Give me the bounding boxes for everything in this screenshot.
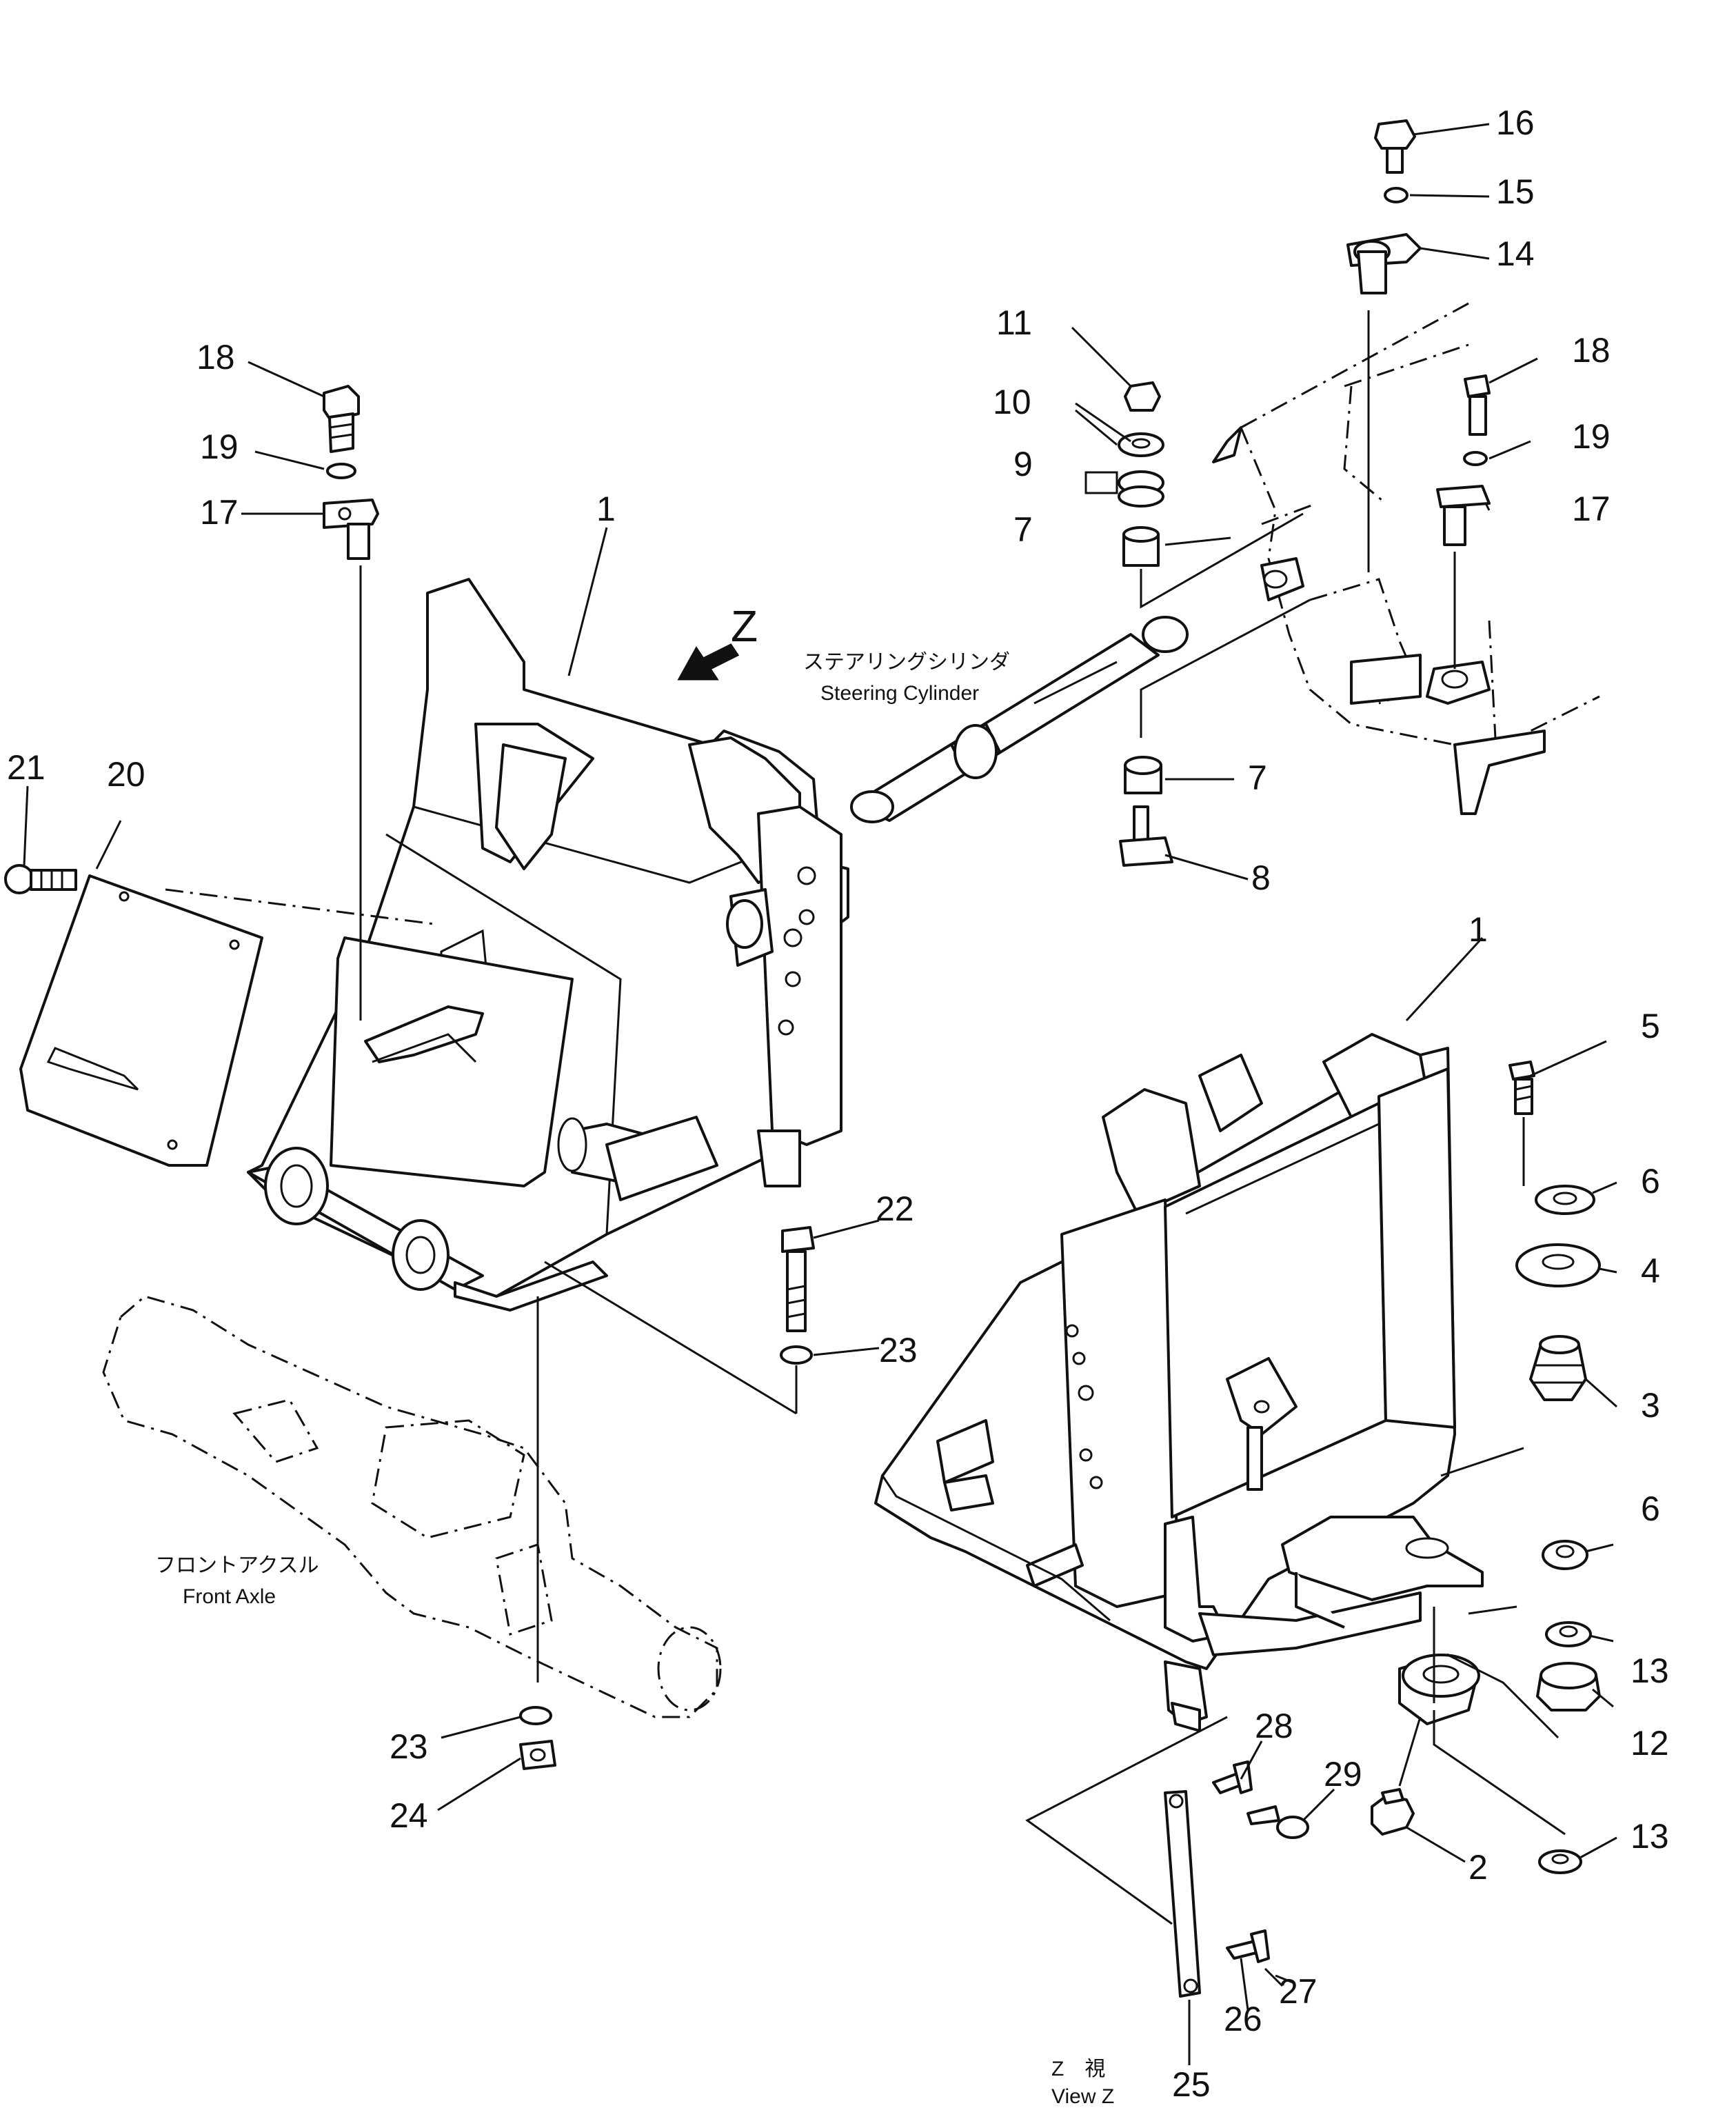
mount-stack-lower	[1398, 1540, 1601, 1874]
front-frame-right-view	[874, 1033, 1484, 1670]
pin-stack-top	[1346, 119, 1422, 572]
nut-stack-lower	[519, 1296, 556, 1770]
pin-stack-right	[1436, 374, 1491, 669]
pin-stack-cylinder	[1118, 381, 1311, 867]
callout-23-upper: 23	[879, 1331, 918, 1369]
callout-13-lower: 13	[1631, 1817, 1669, 1856]
callout-19-left: 19	[200, 428, 239, 466]
callout-26: 26	[1224, 2000, 1262, 2038]
callout-18-left: 18	[196, 338, 235, 376]
steering-cylinder	[850, 616, 1189, 823]
callout-1-left: 1	[596, 490, 616, 528]
cover-bolt	[4, 864, 77, 894]
callout-5: 5	[1641, 1007, 1660, 1045]
steering-cylinder-jp-caption: ステアリングシリンダ	[803, 651, 1010, 674]
callout-6-upper: 6	[1641, 1162, 1660, 1201]
callout-11: 11	[996, 303, 1032, 342]
callout-12: 12	[1631, 1724, 1669, 1763]
callout-27: 27	[1279, 1972, 1318, 2011]
callout-21: 21	[7, 748, 46, 787]
rear-frame-hitch	[1212, 302, 1600, 815]
callout-18-right: 18	[1572, 331, 1611, 370]
mount-stack-right	[1440, 1061, 1601, 1477]
callout-3: 3	[1641, 1386, 1660, 1425]
callout-14: 14	[1496, 234, 1535, 273]
callout-7-upper: 7	[1013, 510, 1033, 549]
front-axle	[102, 1295, 722, 1718]
callout-labels: 1 1 2 3 4 5 6 6 7 7 8 9 10 11 12 13 13 1…	[7, 103, 1669, 2104]
callout-20: 20	[107, 755, 145, 794]
front-axle-jp-caption: フロントアクスル	[155, 1554, 319, 1577]
view-z-arrow: Z	[677, 601, 758, 681]
callout-23-lower: 23	[390, 1727, 428, 1766]
cover-plate	[19, 874, 435, 1167]
callout-17-right: 17	[1572, 490, 1611, 528]
view-z-en-caption: View Z	[1051, 2085, 1114, 2108]
front-axle-en-caption: Front Axle	[183, 1585, 276, 1608]
callout-28: 28	[1255, 1707, 1293, 1745]
callout-15: 15	[1496, 172, 1535, 211]
view-z-detail	[1025, 1660, 1309, 1998]
pin-stack-left	[323, 385, 379, 1021]
callout-2: 2	[1468, 1848, 1488, 1887]
callout-10: 10	[993, 383, 1031, 421]
callout-24: 24	[390, 1796, 428, 1835]
steering-cylinder-en-caption: Steering Cylinder	[820, 682, 979, 705]
callout-16: 16	[1496, 103, 1535, 142]
callout-13-upper: 13	[1631, 1651, 1669, 1690]
bolt-22-stack	[544, 1226, 815, 1415]
view-z-jp-caption: Z 視	[1051, 2058, 1105, 2080]
callout-22: 22	[876, 1189, 914, 1228]
front-frame-left-view	[247, 578, 849, 1312]
callout-29: 29	[1324, 1755, 1362, 1794]
callout-4: 4	[1641, 1252, 1660, 1290]
callout-1-right: 1	[1468, 910, 1488, 949]
callout-17-left: 17	[200, 493, 239, 532]
callout-25: 25	[1172, 2065, 1211, 2104]
callout-8: 8	[1251, 858, 1271, 897]
view-arrow-label: Z	[731, 601, 758, 651]
callout-9: 9	[1013, 445, 1033, 483]
callout-19-right: 19	[1572, 417, 1611, 456]
sensor-part	[1371, 1716, 1422, 1836]
callout-leaders	[23, 123, 1617, 2065]
callout-7-lower: 7	[1248, 759, 1267, 797]
callout-6-lower: 6	[1641, 1489, 1660, 1528]
